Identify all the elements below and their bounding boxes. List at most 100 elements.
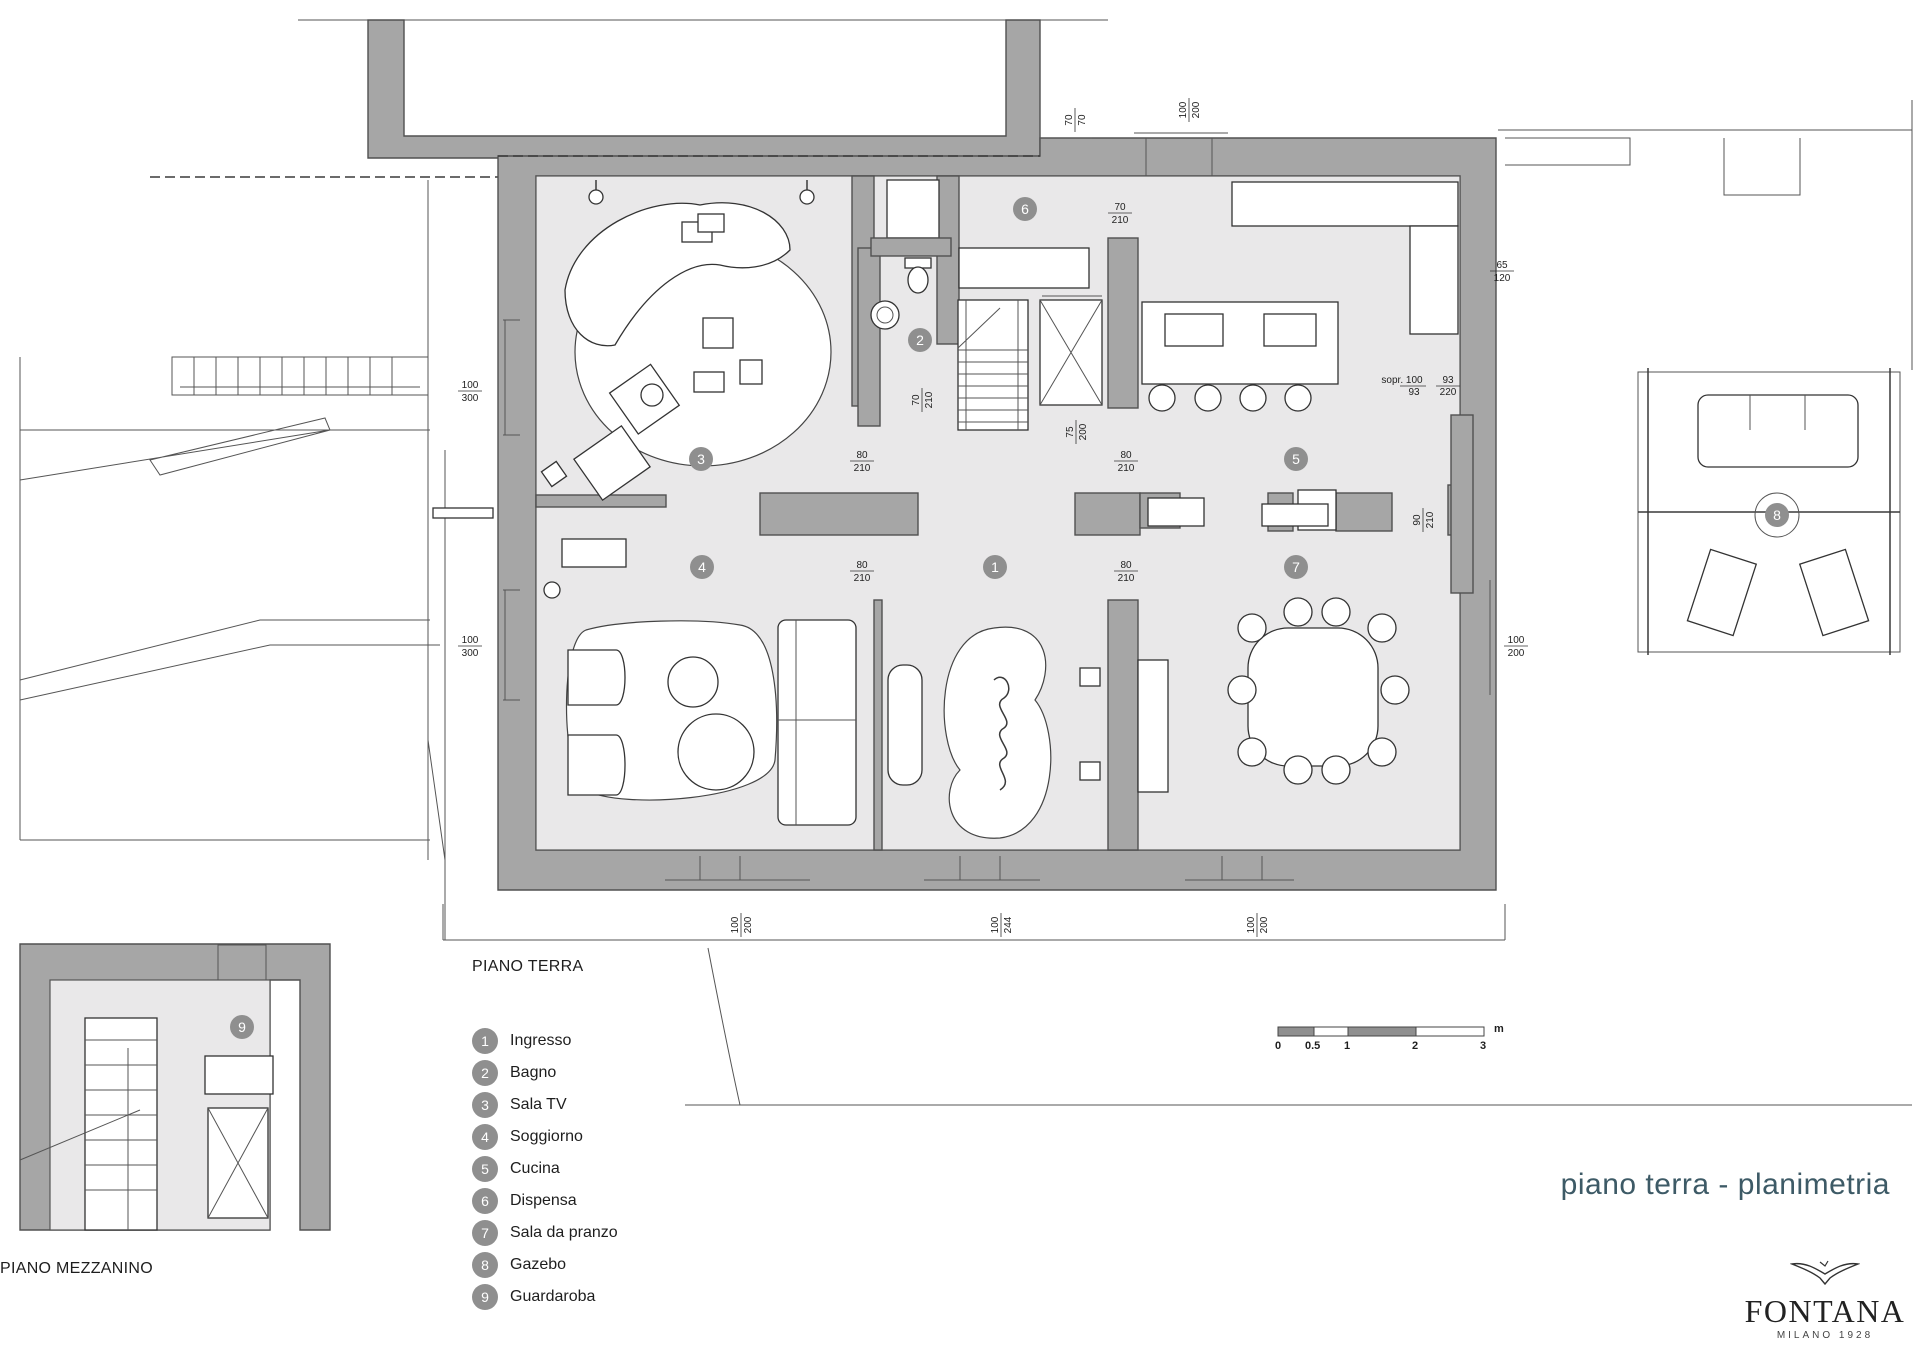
scale-unit: m xyxy=(1494,1023,1504,1035)
svg-text:65: 65 xyxy=(1496,260,1508,271)
legend-badge: 7 xyxy=(472,1220,498,1246)
south-doors xyxy=(665,856,1294,881)
svg-text:220: 220 xyxy=(1440,387,1457,398)
room-number-6: 6 xyxy=(1013,197,1037,221)
svg-text:200: 200 xyxy=(1508,648,1525,659)
north-annex xyxy=(150,19,1108,178)
svg-text:200: 200 xyxy=(1078,423,1089,440)
svg-text:210: 210 xyxy=(854,573,871,584)
svg-text:200: 200 xyxy=(1191,101,1202,118)
room-number-7: 7 xyxy=(1284,555,1308,579)
svg-text:100: 100 xyxy=(730,916,741,933)
scale-bar xyxy=(1277,1026,1485,1037)
legend-badge: 4 xyxy=(472,1124,498,1150)
legend-label: Dispensa xyxy=(510,1192,577,1209)
room-number-1: 1 xyxy=(983,555,1007,579)
room-number-5: 5 xyxy=(1284,447,1308,471)
room-number-text: 5 xyxy=(1292,451,1300,467)
svg-text:80: 80 xyxy=(1120,450,1132,461)
left-exterior xyxy=(19,180,494,940)
main-house xyxy=(497,132,1497,891)
room-number-text: 8 xyxy=(1773,507,1781,523)
svg-text:100: 100 xyxy=(1246,916,1257,933)
staircase xyxy=(957,300,1028,430)
room-number-text: 9 xyxy=(238,1019,246,1035)
plan-title: piano terra - planimetria xyxy=(1560,1168,1890,1201)
dining-chairs xyxy=(1227,597,1410,785)
svg-text:100: 100 xyxy=(1508,635,1525,646)
legend-label: Bagno xyxy=(510,1064,557,1081)
room-number-3: 3 xyxy=(689,447,713,471)
legend-badge: 3 xyxy=(472,1092,498,1118)
room-number-8: 8 xyxy=(1765,503,1789,527)
legend-label: Sala da pranzo xyxy=(510,1224,618,1241)
svg-text:244: 244 xyxy=(1003,916,1014,933)
legend-label: Guardaroba xyxy=(510,1288,596,1305)
svg-text:210: 210 xyxy=(854,463,871,474)
legend-label: Sala TV xyxy=(510,1096,567,1113)
legend-item: 9 Guardaroba xyxy=(472,1281,618,1313)
legend-label: Gazebo xyxy=(510,1256,567,1273)
mezzanine-floor-label: PIANO MEZZANINO xyxy=(0,1260,153,1277)
mezzanine-plan xyxy=(19,943,331,1231)
svg-text:75: 75 xyxy=(1065,426,1076,438)
svg-text:100: 100 xyxy=(990,916,1001,933)
legend-item: 2 Bagno xyxy=(472,1057,618,1089)
legend-item: 7 Sala da pranzo xyxy=(472,1217,618,1249)
svg-text:80: 80 xyxy=(1120,560,1132,571)
room-number-text: 4 xyxy=(698,559,706,575)
room-number-9: 9 xyxy=(230,1015,254,1039)
svg-text:90: 90 xyxy=(1412,514,1423,526)
svg-text:sopr. 100: sopr. 100 xyxy=(1381,375,1423,386)
svg-text:100: 100 xyxy=(462,635,479,646)
east-exterior xyxy=(442,100,1913,1106)
svg-text:80: 80 xyxy=(856,450,868,461)
svg-text:210: 210 xyxy=(1118,573,1135,584)
legend-badge: 5 xyxy=(472,1156,498,1182)
legend-item: 6 Dispensa xyxy=(472,1185,618,1217)
svg-text:80: 80 xyxy=(856,560,868,571)
svg-text:70: 70 xyxy=(1064,114,1075,126)
legend-label: Soggiorno xyxy=(510,1128,583,1145)
kitchen-stools xyxy=(1148,384,1312,412)
room-number-text: 6 xyxy=(1021,201,1029,217)
brand-tagline: MILANO 1928 xyxy=(1776,1330,1874,1341)
brand-name: FONTANA xyxy=(1744,1293,1906,1329)
svg-text:210: 210 xyxy=(1425,511,1436,528)
legend-badge: 9 xyxy=(472,1284,498,1310)
svg-text:70: 70 xyxy=(1077,114,1088,126)
svg-text:200: 200 xyxy=(1259,916,1270,933)
svg-text:70: 70 xyxy=(1114,202,1126,213)
legend-item: 4 Soggiorno xyxy=(472,1121,618,1153)
svg-text:93: 93 xyxy=(1408,387,1420,398)
gazebo xyxy=(1637,368,1901,655)
svg-text:100: 100 xyxy=(462,380,479,391)
legend-badge: 1 xyxy=(472,1028,498,1054)
svg-text:200: 200 xyxy=(743,916,754,933)
side-doors xyxy=(503,319,1491,701)
room-number-text: 3 xyxy=(697,451,705,467)
svg-text:210: 210 xyxy=(1112,215,1129,226)
legend-badge: 6 xyxy=(472,1188,498,1214)
legend-badge: 2 xyxy=(472,1060,498,1086)
